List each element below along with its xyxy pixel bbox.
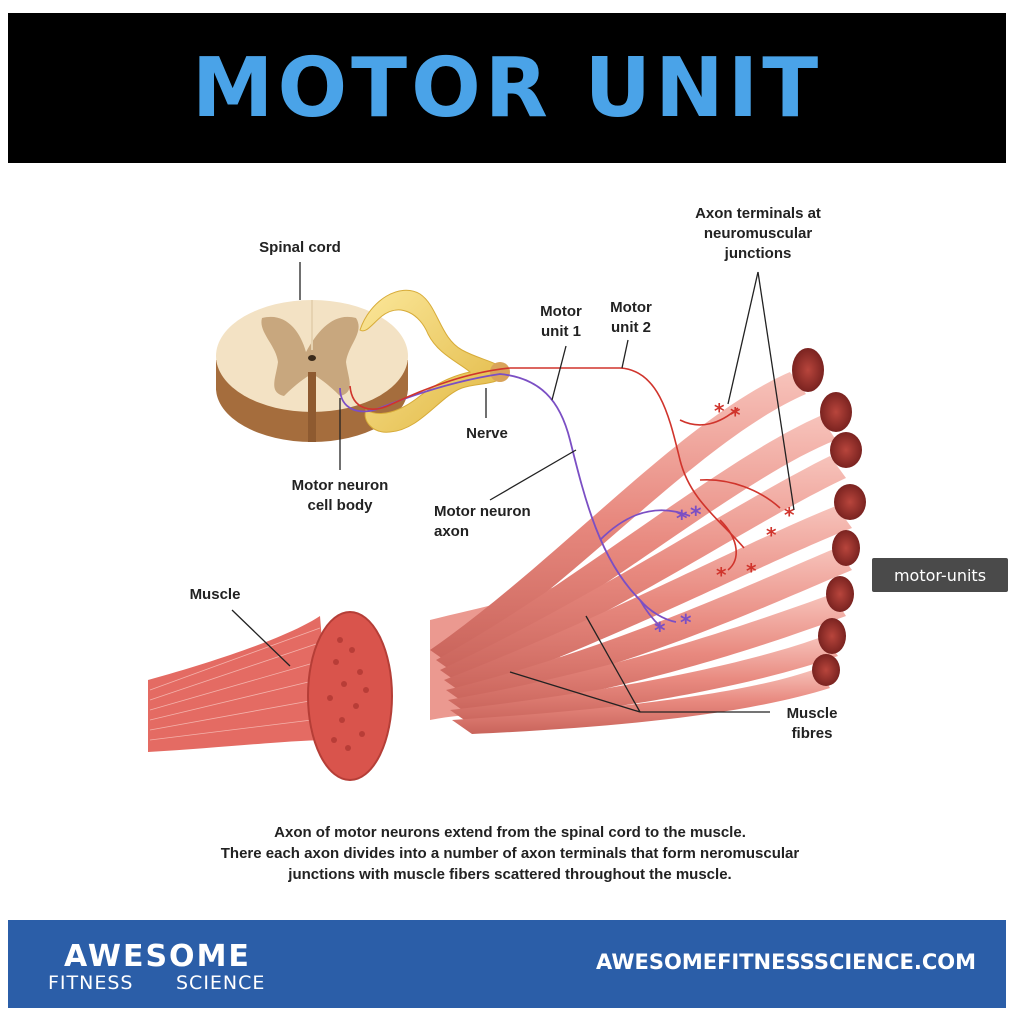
logo-top-text: AWESOME bbox=[64, 939, 251, 974]
spinal-cord bbox=[216, 300, 408, 442]
label-spinal-cord: Spinal cord bbox=[240, 238, 360, 258]
svg-text:*: * bbox=[680, 611, 692, 636]
label-motor-unit-2-line1: Motor bbox=[610, 299, 652, 316]
label-motor-unit-2-line2: unit 2 bbox=[611, 319, 651, 336]
title-banner: MOTOR UNIT bbox=[8, 13, 1006, 163]
caption-line1: Axon of motor neurons extend from the sp… bbox=[274, 824, 746, 841]
label-axon-line1: Motor neuron bbox=[434, 503, 531, 520]
label-axon-line2: axon bbox=[434, 523, 470, 540]
svg-text:*: * bbox=[714, 399, 725, 423]
label-muscle: Muscle bbox=[180, 585, 250, 605]
svg-text:*: * bbox=[766, 523, 777, 547]
label-muscle-fibres: Muscle fibres bbox=[772, 704, 852, 744]
svg-text:*: * bbox=[716, 563, 727, 587]
label-muscle-fibres-line2: fibres bbox=[791, 725, 833, 742]
brand-logo: AWESOME FITNESS SCIENCE bbox=[48, 939, 265, 994]
image-tooltip: motor-units bbox=[872, 558, 1008, 592]
svg-text:*: * bbox=[730, 403, 741, 427]
page-title: MOTOR UNIT bbox=[191, 40, 823, 136]
label-nerve-text: Nerve bbox=[466, 425, 508, 442]
logo-bottom-right-text: SCIENCE bbox=[176, 972, 265, 994]
motor-unit-2-terminals: ** ** ** bbox=[714, 399, 795, 587]
motor-unit-2-axon bbox=[349, 367, 781, 571]
svg-text:*: * bbox=[746, 559, 757, 583]
svg-text:*: * bbox=[654, 619, 666, 644]
label-muscle-text: Muscle bbox=[189, 586, 241, 603]
label-axon-terminals: Axon terminals at neuromuscular junction… bbox=[668, 204, 848, 264]
label-axon-terminals-line3: junctions bbox=[724, 245, 792, 262]
svg-text:*: * bbox=[676, 507, 688, 532]
label-motor-neuron-cell-body: Motor neuron cell body bbox=[270, 476, 410, 516]
footer-banner: AWESOME FITNESS SCIENCE AWESOMEFITNESSSC… bbox=[8, 920, 1006, 1008]
label-motor-neuron-axon: Motor neuron axon bbox=[434, 502, 574, 542]
nerve bbox=[359, 289, 510, 433]
label-axon-terminals-line1: Axon terminals at bbox=[695, 205, 821, 222]
motor-unit-1-terminals: ** ** bbox=[654, 503, 702, 644]
svg-text:*: * bbox=[690, 503, 702, 528]
website-link[interactable]: AWESOMEFITNESSSCIENCE.COM bbox=[596, 950, 976, 974]
caption: Axon of motor neurons extend from the sp… bbox=[150, 822, 870, 885]
label-motor-unit-1-line1: Motor bbox=[540, 303, 582, 320]
caption-line3: junctions with muscle fibers scattered t… bbox=[288, 866, 732, 883]
leader-lines bbox=[231, 262, 795, 713]
label-cell-body-line2: cell body bbox=[307, 497, 373, 514]
label-motor-unit-2: Motor unit 2 bbox=[596, 298, 666, 338]
label-nerve: Nerve bbox=[452, 424, 522, 444]
muscle-fibres bbox=[430, 348, 866, 734]
caption-line2: There each axon divides into a number of… bbox=[220, 845, 800, 862]
label-motor-unit-1-line2: unit 1 bbox=[541, 323, 581, 340]
label-spinal-cord-text: Spinal cord bbox=[259, 239, 341, 256]
logo-bottom-left-text: FITNESS bbox=[48, 972, 133, 994]
label-axon-terminals-line2: neuromuscular bbox=[703, 225, 813, 242]
label-cell-body-line1: Motor neuron bbox=[291, 477, 389, 494]
svg-text:*: * bbox=[784, 503, 795, 527]
label-muscle-fibres-line1: Muscle bbox=[786, 705, 838, 722]
label-motor-unit-1: Motor unit 1 bbox=[526, 302, 596, 342]
